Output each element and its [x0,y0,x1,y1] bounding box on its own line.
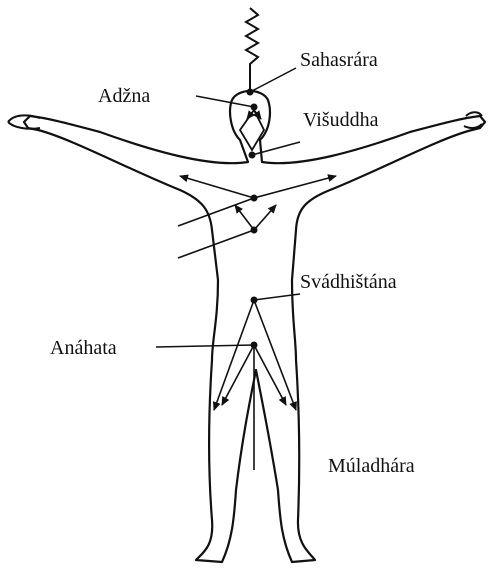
body-outline [24,91,485,562]
visuddha-leader [252,142,300,155]
arrow-solar-left [235,205,254,230]
label-anahata: Anáhata [50,338,117,358]
chest-line-upper [178,198,254,226]
label-muladhara: Múladhára [328,456,415,476]
anahata-leader [156,345,254,347]
label-sahasrara: Sahasrára [300,50,378,70]
label-adzna: Adžna [98,86,150,106]
adzna-leader [196,96,254,107]
label-svadhistana: Svádhištána [300,272,397,292]
sahasrara-leader [250,68,296,92]
arrow-heart-right [254,176,336,198]
arrow-solar-right [254,205,276,230]
energy-zigzag [246,8,258,92]
chest-line-lower [178,230,254,258]
label-visuddha: Višuddha [303,110,378,130]
right-hand [464,112,482,128]
arrow-anah-right [254,345,286,405]
